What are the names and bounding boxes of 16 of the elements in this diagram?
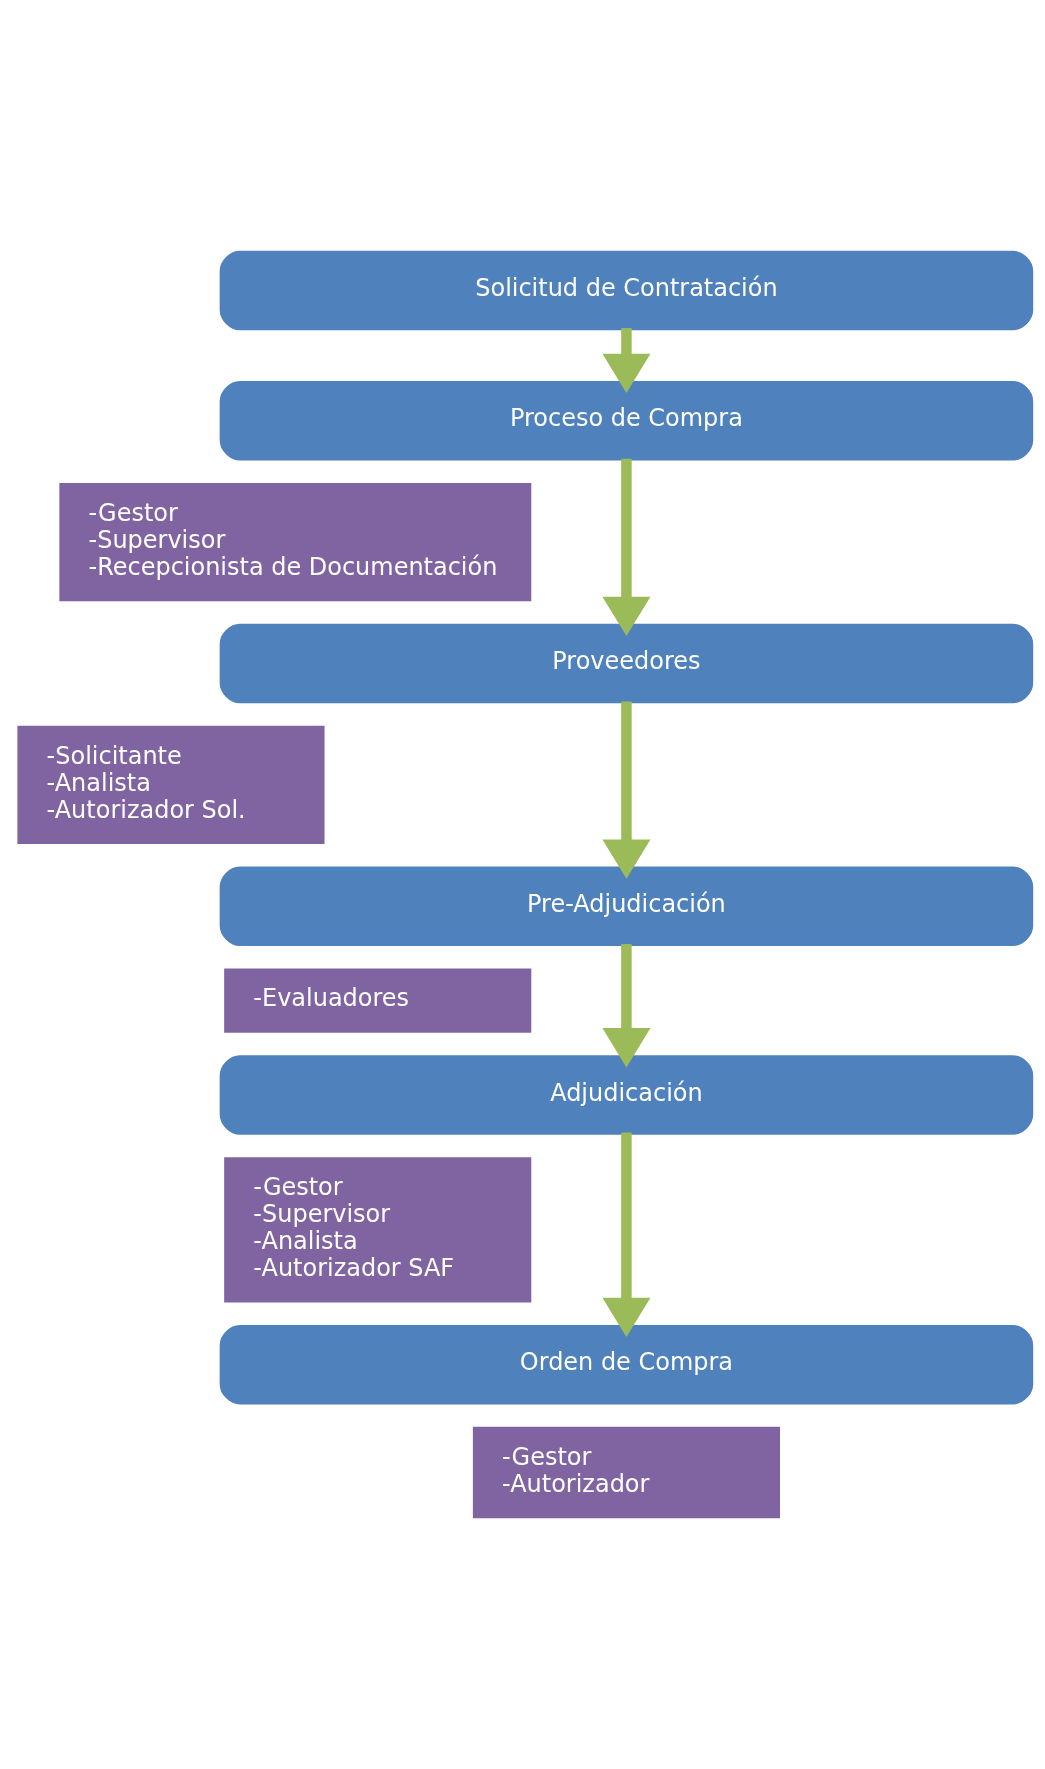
arrow (602, 701, 651, 879)
node-box: -Evaluadores (224, 968, 532, 1033)
arrow (602, 328, 651, 394)
node-box: Proceso de Compra (219, 381, 1034, 461)
node-box: Pre-Adjudicación (219, 866, 1034, 946)
node-box: -Gestor -Supervisor -Analista -Autorizador SAF (224, 1157, 532, 1303)
node-box: -Gestor -Autorizador (472, 1426, 780, 1519)
arrow (602, 1132, 651, 1337)
node-box: Solicitud de Contratación (219, 250, 1034, 331)
node-box: -Solicitante -Analista -Autorizador Sol. (17, 725, 325, 845)
arrow (602, 944, 651, 1068)
node-box: Orden de Compra (219, 1325, 1034, 1405)
node-box: Adjudicación (219, 1055, 1034, 1135)
node-box: Proveedores (219, 623, 1034, 704)
arrow (602, 458, 651, 637)
node-box: -Gestor -Supervisor -Recepcionista de Documentación (59, 482, 532, 602)
